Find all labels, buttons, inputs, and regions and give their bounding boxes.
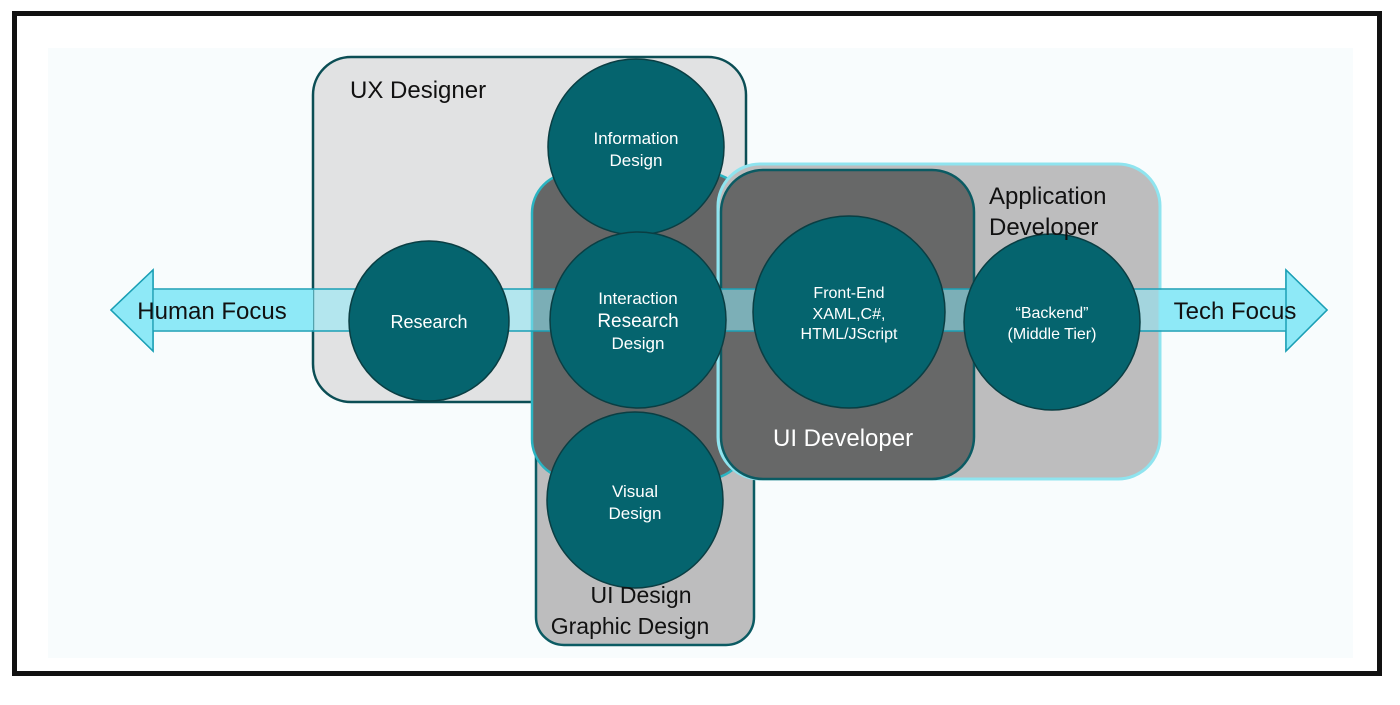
information-design-label-line2: Design (610, 151, 663, 170)
application-developer-label-line1: Application (989, 183, 1106, 210)
front-end-circle (752, 215, 946, 409)
ui-design-label-line1: UI Design (591, 582, 692, 608)
backend-label-line2: (Middle Tier) (1008, 326, 1097, 343)
arrow-right-solid (1160, 290, 1286, 330)
front-end-label-line1: Front-End (813, 285, 884, 302)
backend-circle (963, 233, 1141, 411)
arrow-left-head (109, 268, 154, 353)
research-label: Research (390, 312, 467, 332)
visual-design-circle (546, 411, 724, 589)
visual-design-label-line2: Design (609, 504, 662, 523)
interaction-label-line1: Interaction (598, 289, 677, 308)
interaction-research-design-circle (549, 231, 727, 409)
tech-focus-label: Tech Focus (1174, 298, 1297, 325)
arrow-right-head (1285, 268, 1329, 353)
information-design-label-line1: Information (593, 129, 678, 148)
front-end-label-line2: XAML,C#, (813, 306, 886, 323)
ux-designer-label: UX Designer (350, 77, 486, 104)
human-focus-label: Human Focus (137, 298, 286, 325)
research-circle (348, 240, 510, 402)
interaction-label-line3: Design (612, 334, 665, 353)
ui-developer-label: UI Developer (773, 425, 913, 452)
front-end-label-line3: HTML/JScript (801, 326, 898, 343)
interaction-label-line2: Research (597, 311, 678, 332)
visual-design-label-line1: Visual (612, 482, 658, 501)
arrow-left-solid (154, 290, 313, 330)
application-developer-label-line2: Developer (989, 214, 1098, 241)
ui-design-label-line2: Graphic Design (551, 613, 710, 639)
backend-label-line1: “Backend” (1016, 305, 1089, 322)
